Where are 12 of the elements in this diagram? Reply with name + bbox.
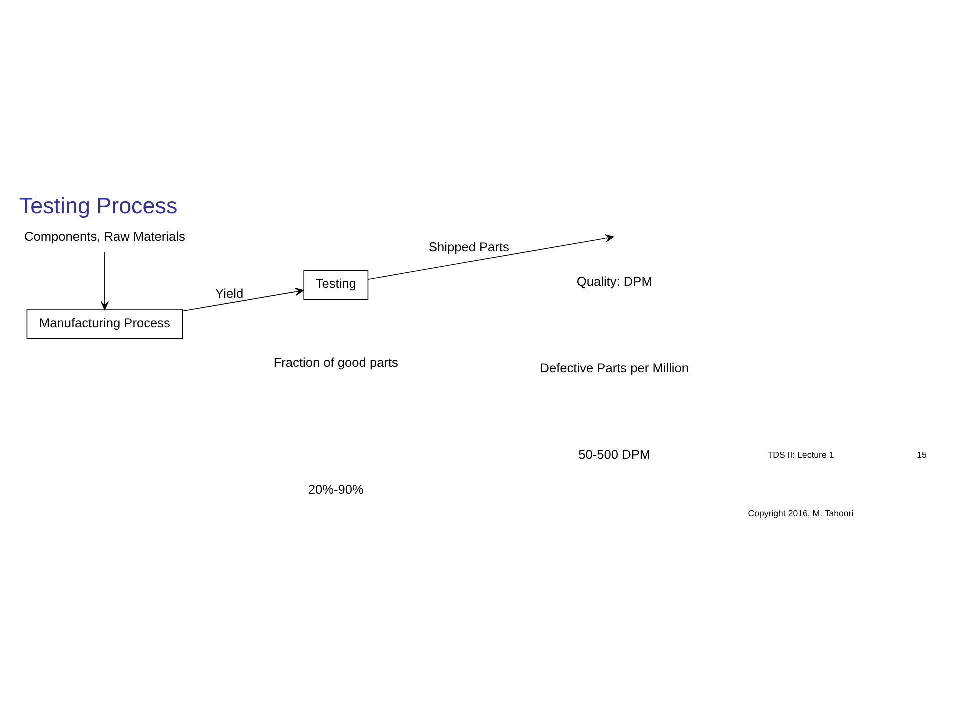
label: TDS II: Lecture 1 <box>768 450 834 460</box>
node-text: Components, Raw Materials <box>24 228 186 244</box>
label: Copyright 2016, M. Tahoori <box>748 508 854 519</box>
edge-label: Yield <box>216 286 244 301</box>
label: 50-500 DPM <box>578 446 651 462</box>
edge-label: Shipped Parts <box>428 239 510 254</box>
label: Fraction of good parts <box>274 354 398 370</box>
label: 20%-90% <box>308 482 364 498</box>
label: 15 <box>917 450 927 460</box>
diagram-title: Testing Process <box>19 193 178 218</box>
label: Defective Parts per Million <box>540 360 690 376</box>
label: Quality: DPM <box>576 274 652 289</box>
